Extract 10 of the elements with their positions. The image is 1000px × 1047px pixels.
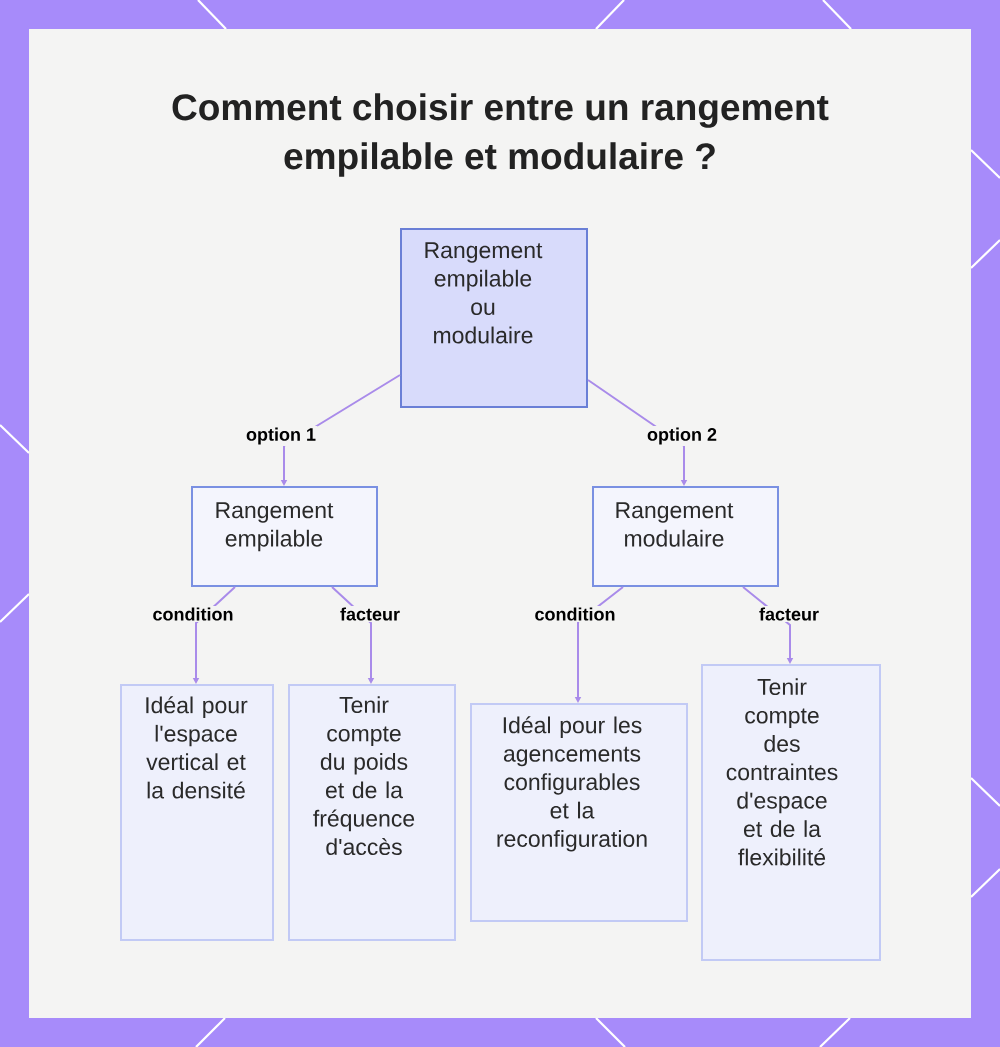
title: Comment choisir entre un rangement empilable et modulaire ? xyxy=(172,93,829,177)
edge-label: option 2 xyxy=(645,426,719,446)
detail-box: Idéal pour l'espace vertical et la densité xyxy=(120,684,274,941)
option-box: Rangement empilable xyxy=(191,486,378,587)
edge-label: option 1 xyxy=(244,426,318,446)
option-box: Rangement modulaire xyxy=(592,486,779,587)
detail-box: Idéal pour les agencements configurables et la reconfiguration xyxy=(470,703,688,922)
root-box: Rangement empilable ou modulaire xyxy=(400,228,588,408)
detail-box: Tenir compte du poids et de la fréquence d'accès xyxy=(288,684,456,941)
detail-box: Tenir compte des contraintes d'espace et de la flexibilité xyxy=(701,664,881,961)
